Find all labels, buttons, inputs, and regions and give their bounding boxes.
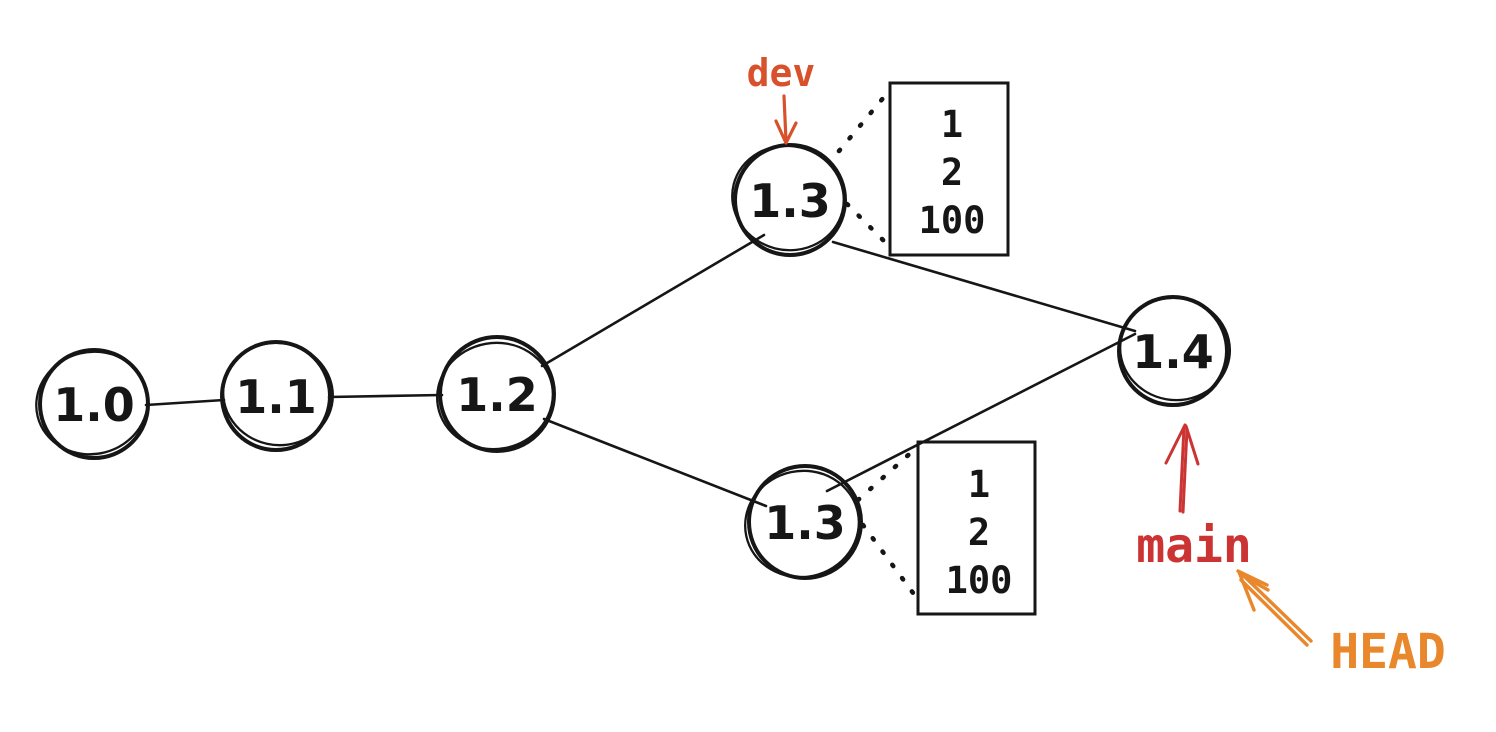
commit-node-1-3-main: 1.3	[744, 464, 863, 580]
commit-node-1-2: 1.2	[435, 335, 556, 453]
head-label: HEAD	[1330, 624, 1446, 680]
dotted-link-dev-box-bottom	[844, 201, 892, 249]
node-sketch-stroke	[35, 350, 149, 456]
file-line: 100	[946, 559, 1013, 602]
file-line: 1	[968, 463, 990, 506]
node-label: 1.0	[53, 378, 135, 432]
edge-1-2-to-1-3-dev	[540, 233, 766, 368]
dotted-link-main-box-top	[855, 446, 918, 503]
file-list-box-main: 1 2 100	[916, 440, 1037, 616]
main-branch-label: main	[1136, 518, 1252, 574]
file-line: 1	[941, 103, 963, 146]
head-arrow	[1236, 569, 1313, 647]
node-sketch-stroke	[731, 144, 845, 252]
node-label: 1.4	[1132, 325, 1214, 379]
commit-node-1-3-dev: 1.3	[731, 143, 847, 257]
file-line: 100	[919, 199, 986, 242]
file-box-rect	[888, 81, 1010, 257]
commit-node-1-4: 1.4	[1117, 295, 1232, 407]
dotted-link-dev-box-top	[836, 88, 892, 154]
file-box-rect	[916, 440, 1037, 616]
edge-1-3-dev-to-1-4	[831, 240, 1137, 333]
node-label: 1.3	[749, 174, 831, 228]
node-sketch-stroke	[1118, 296, 1232, 402]
file-line: 2	[941, 151, 963, 194]
node-label: 1.1	[235, 370, 317, 424]
edge-1-3-main-to-1-4	[825, 332, 1137, 493]
node-label: 1.3	[764, 496, 846, 550]
dev-arrow	[774, 94, 798, 145]
main-arrow	[1164, 423, 1200, 514]
edge-1-1-to-1-2	[327, 393, 444, 399]
node-label: 1.2	[456, 368, 538, 422]
edge-1-2-to-1-3-main	[542, 417, 768, 508]
commit-node-1-1: 1.1	[220, 340, 334, 452]
commit-node-1-0: 1.0	[35, 348, 150, 460]
file-list-box-dev: 1 2 100	[888, 81, 1010, 257]
dotted-link-main-box-bottom	[860, 522, 919, 600]
node-sketch-stroke	[744, 469, 860, 579]
file-line: 2	[968, 511, 990, 554]
edge-1-0-to-1-1	[144, 398, 226, 407]
node-sketch-stroke	[222, 341, 334, 447]
dev-branch-label: dev	[747, 51, 816, 95]
node-sketch-stroke	[435, 341, 555, 451]
